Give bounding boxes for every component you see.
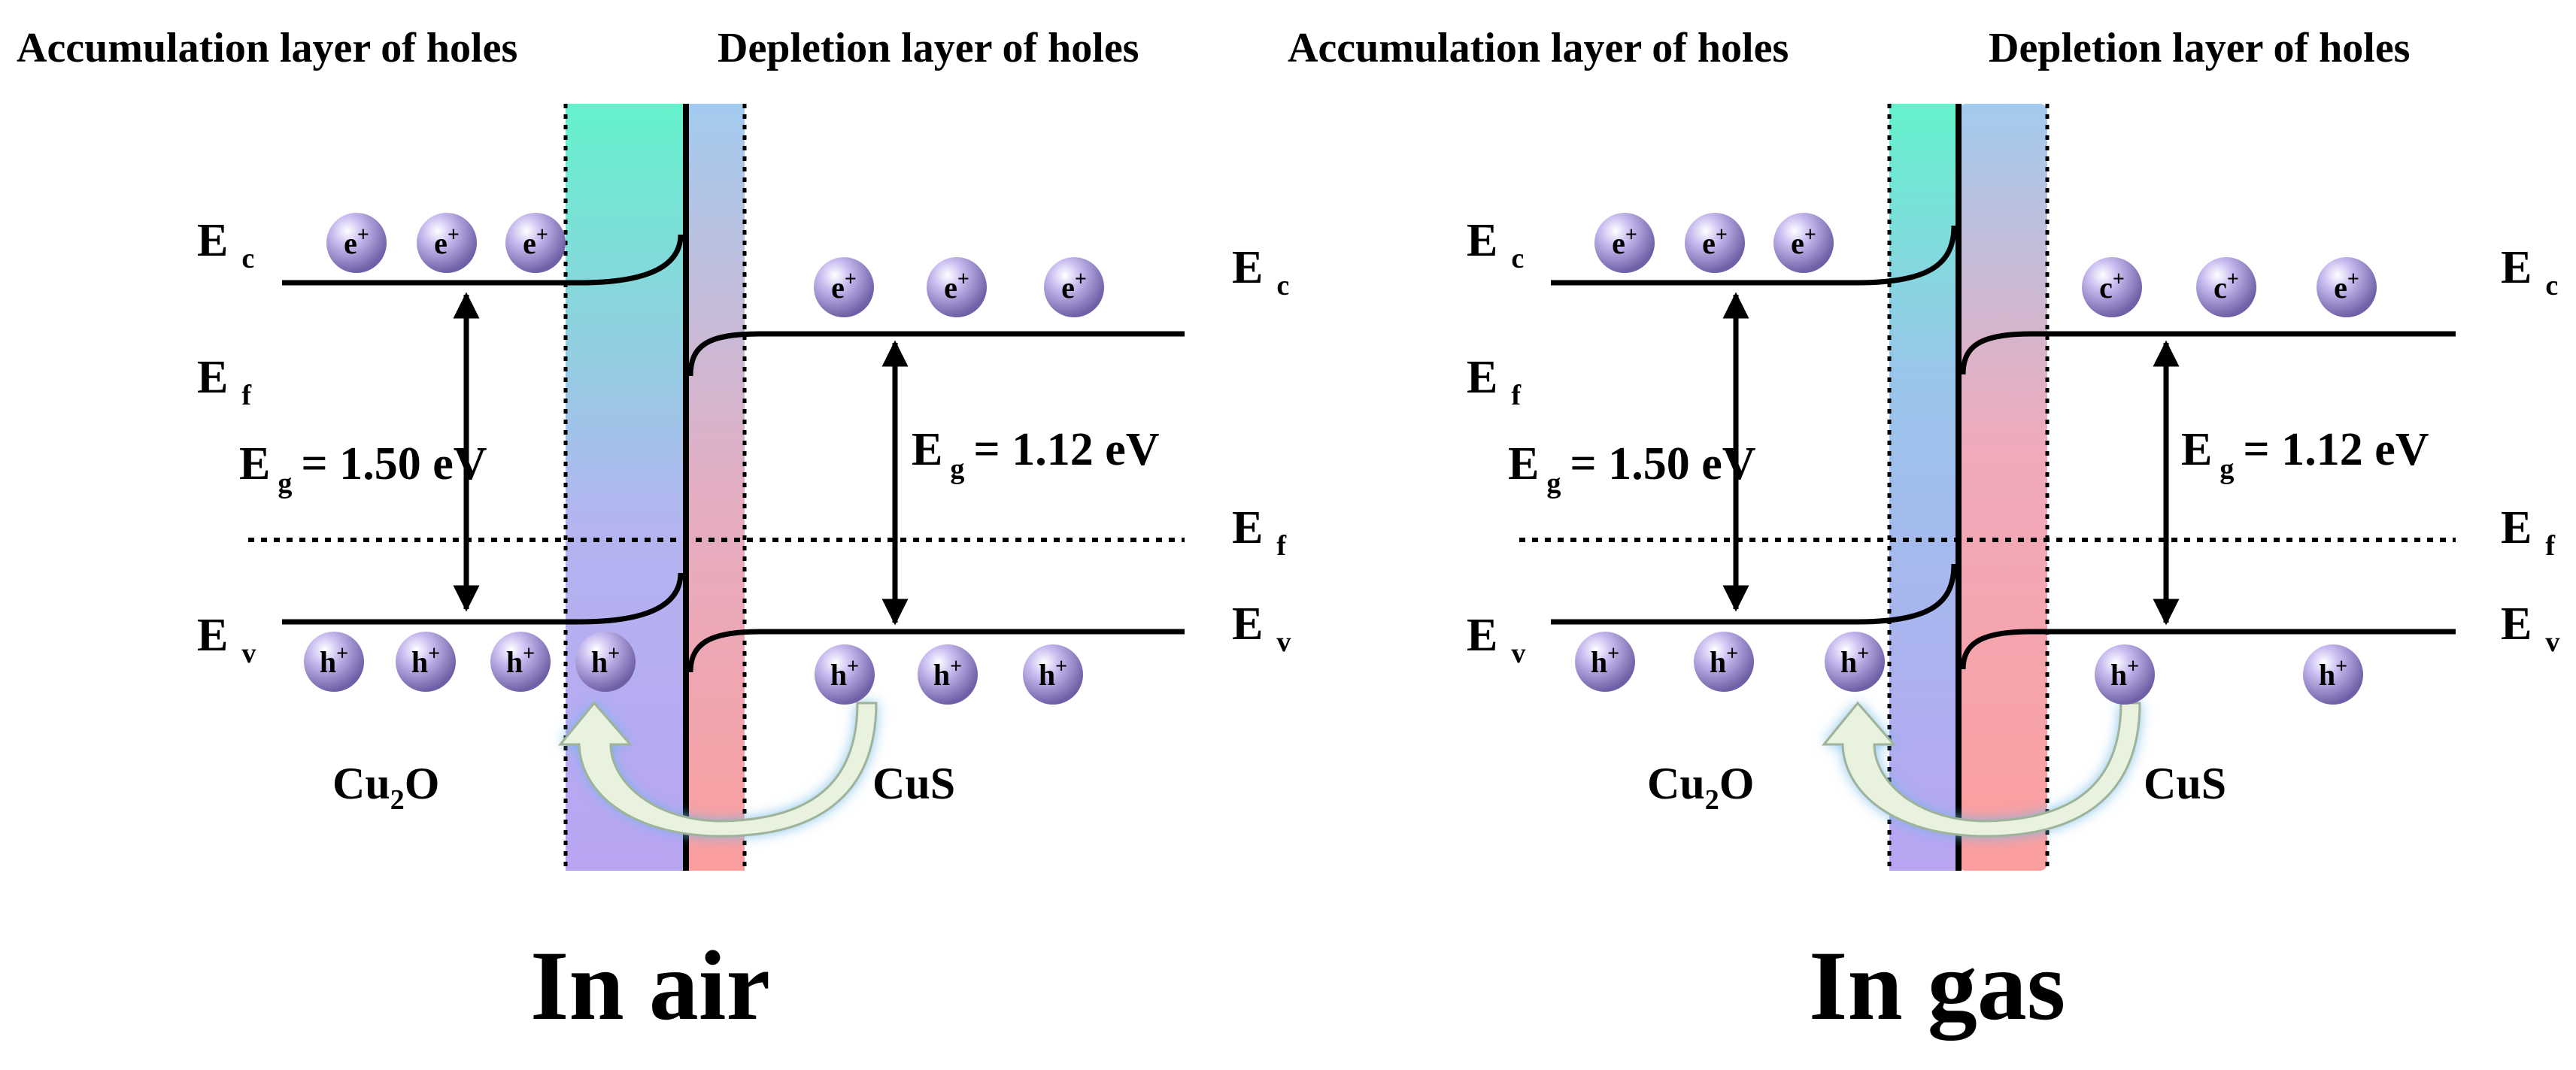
cus-holes: h+ h+ h+ [815, 644, 1083, 705]
cu2o-conduction-band [1551, 225, 1957, 286]
hole-particle: h+ [1575, 632, 1635, 692]
electron-particle: e+ [1685, 213, 1745, 273]
cus-electrons: c+ c+ e+ [2082, 257, 2377, 317]
hole-transfer-arrow [1821, 701, 2141, 838]
panel-caption-gas: In gas [1809, 930, 2065, 1041]
electron-particle: e+ [505, 213, 566, 273]
svg-text:c+: c+ [2213, 268, 2239, 305]
svg-text:e+: e+ [344, 223, 369, 260]
depletion-layer-label: Depletion layer of holes [1989, 25, 2410, 71]
electron-particle: e+ [417, 213, 477, 273]
svg-text:h+: h+ [830, 655, 859, 692]
electron-particle: e+ [1773, 213, 1834, 273]
electron-particle: e+ [1594, 213, 1655, 273]
electron-particle: e+ [326, 213, 387, 273]
svg-text:e+: e+ [1791, 223, 1816, 260]
panel-in-air: Accumulation layer of holes Depletion la… [17, 25, 1291, 1041]
electron-particle: e+ [927, 257, 987, 317]
panel-caption-air: In air [530, 930, 770, 1041]
cus-conduction-band [1960, 331, 2456, 375]
svg-text:e+: e+ [831, 268, 857, 305]
accumulation-region [1889, 104, 1959, 871]
svg-text:e+: e+ [1702, 223, 1728, 260]
accumulation-layer-label: Accumulation layer of holes [1288, 25, 1789, 71]
svg-text:h+: h+ [591, 642, 620, 679]
svg-text:e+: e+ [1061, 268, 1087, 305]
cu2o-conduction-band [282, 234, 684, 286]
hole-particle: h+ [2095, 644, 2155, 705]
svg-text:c+: c+ [2099, 268, 2125, 305]
svg-text:h+: h+ [933, 655, 962, 692]
svg-text:h+: h+ [1039, 655, 1067, 692]
electron-particle: c+ [2196, 257, 2256, 317]
svg-text:h+: h+ [2110, 655, 2139, 692]
hole-transfer-arrow [557, 701, 878, 838]
svg-text:h+: h+ [506, 642, 535, 679]
cu2o-holes: h+ h+ h+ [1575, 632, 1885, 692]
cus-conduction-band [687, 331, 1185, 377]
hole-particle: h+ [1694, 632, 1754, 692]
depletion-layer-label: Depletion layer of holes [718, 25, 1139, 71]
hole-particle: h+ [918, 644, 978, 705]
svg-text:h+: h+ [320, 642, 348, 679]
svg-text:e+: e+ [523, 223, 548, 260]
cu2o-valence-band [1551, 563, 1957, 625]
svg-text:h+: h+ [2319, 655, 2347, 692]
electron-particle: e+ [2317, 257, 2377, 317]
svg-text:e+: e+ [944, 268, 969, 305]
hole-particle: h+ [490, 632, 551, 692]
cus-material-label: CuS [2144, 759, 2226, 808]
hole-particle: h+ [2303, 644, 2363, 705]
cus-electrons: e+ e+ e+ [814, 257, 1104, 317]
electron-particle: c+ [2082, 257, 2142, 317]
cus-valence-band [687, 629, 1185, 673]
cu2o-material-label: Cu2O [332, 759, 439, 816]
svg-text:e+: e+ [1612, 223, 1637, 260]
electron-particle: e+ [1044, 257, 1104, 317]
hole-particle: h+ [396, 632, 456, 692]
hole-particle: h+ [1825, 632, 1885, 692]
svg-text:h+: h+ [1840, 642, 1869, 679]
cu2o-valence-band [282, 572, 684, 625]
cu2o-holes: h+ h+ h+ h+ [304, 632, 636, 692]
cu2o-electrons: e+ e+ e+ [326, 213, 566, 273]
accumulation-layer-label: Accumulation layer of holes [17, 25, 517, 71]
electron-particle: e+ [814, 257, 874, 317]
depletion-region [1959, 104, 2047, 871]
svg-text:h+: h+ [1591, 642, 1619, 679]
hole-particle: h+ [815, 644, 875, 705]
cu2o-material-label: Cu2O [1647, 759, 1754, 816]
cus-material-label: CuS [872, 759, 955, 808]
svg-text:h+: h+ [1710, 642, 1738, 679]
hole-particle: h+ [1023, 644, 1083, 705]
depletion-region [686, 104, 745, 871]
cus-holes: h+ h+ [2095, 644, 2363, 705]
hole-particle: h+ [575, 632, 636, 692]
svg-text:e+: e+ [434, 223, 460, 260]
svg-text:e+: e+ [2334, 268, 2359, 305]
svg-text:h+: h+ [411, 642, 440, 679]
cus-valence-band [1960, 629, 2456, 670]
hole-particle: h+ [304, 632, 364, 692]
cu2o-electrons: e+ e+ e+ [1594, 213, 1834, 273]
panel-in-gas: Accumulation layer of holes Depletion la… [1288, 25, 2559, 1041]
